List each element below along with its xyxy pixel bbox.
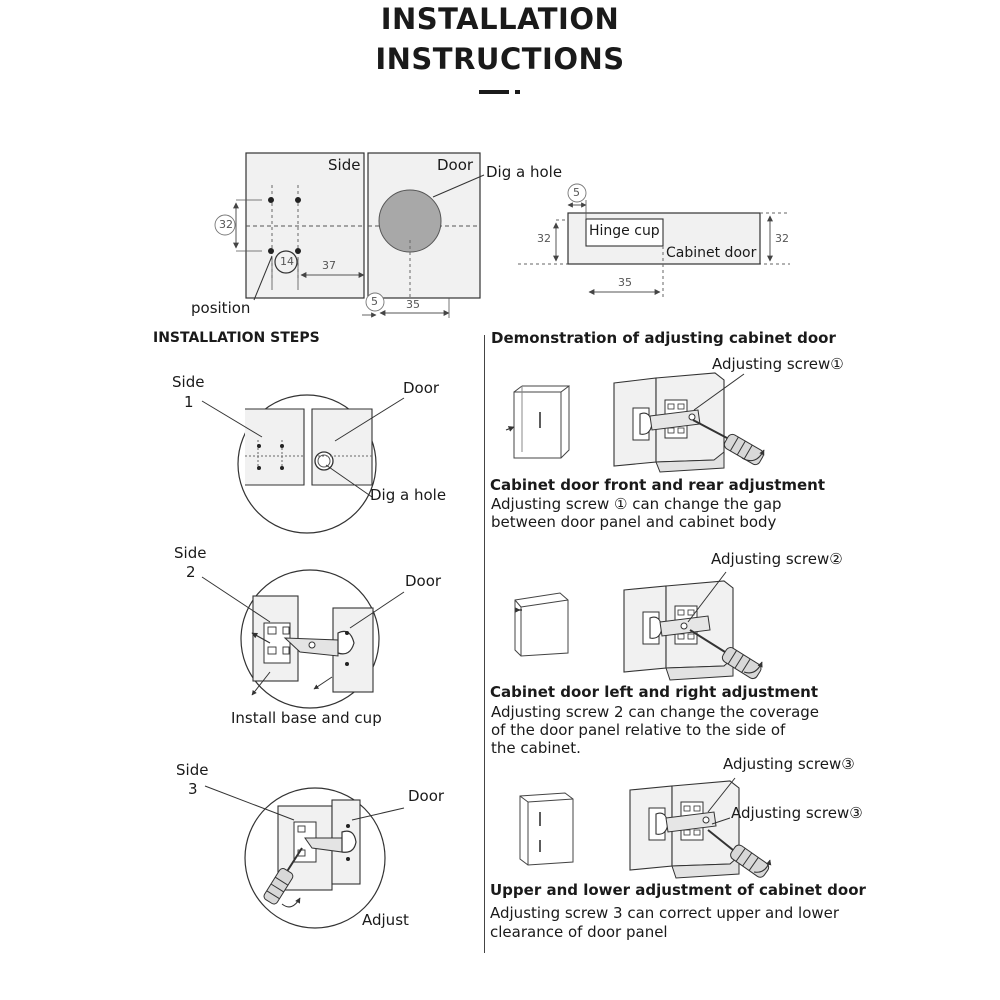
adj3-screw-label-b: Adjusting screw③ — [731, 804, 863, 822]
adj1-title: Cabinet door front and rear adjustment — [490, 476, 826, 494]
dim-14: 14 — [280, 255, 294, 268]
title-line-1: INSTALLATION — [380, 2, 620, 36]
hinge-cup-label: Hinge cup — [589, 223, 660, 239]
dim-32-side: 32 — [219, 218, 233, 231]
adj1-illustration — [505, 372, 765, 473]
door-label: Door — [437, 156, 474, 174]
step1-side-label: Side — [172, 373, 205, 391]
adj2-line2: of the door panel relative to the side o… — [491, 721, 786, 739]
dim-5-cup: 5 — [573, 186, 580, 199]
step3-side-label: Side — [176, 761, 209, 779]
step2-number: 2 — [186, 563, 196, 581]
step3-number: 3 — [188, 780, 198, 798]
position-label: position — [191, 299, 251, 317]
dim-32-cup-left: 32 — [537, 232, 551, 245]
dig-hole-label-top: Dig a hole — [486, 163, 563, 181]
dim-32-cup-right: 32 — [775, 232, 789, 245]
title-line-2: INSTRUCTIONS — [375, 42, 625, 76]
adj3-screw-label-a: Adjusting screw③ — [723, 755, 855, 773]
step1-door-label: Door — [403, 379, 440, 397]
adj3-line1: Adjusting screw 3 can correct upper and … — [490, 904, 840, 922]
adj1-screw-label: Adjusting screw① — [712, 355, 844, 373]
adj2-screw-label: Adjusting screw② — [711, 550, 843, 568]
door-panel-drawing — [362, 152, 485, 318]
title-underline-dot — [515, 90, 520, 94]
adj3-illustration — [519, 777, 772, 879]
step1-caption: Dig a hole — [370, 486, 447, 504]
step2-side-label: Side — [174, 544, 207, 562]
installation-steps-heading: INSTALLATION STEPS — [153, 330, 320, 346]
step1-number: 1 — [184, 393, 194, 411]
adj3-title: Upper and lower adjustment of cabinet do… — [490, 881, 866, 899]
cabinet-door-label: Cabinet door — [666, 245, 757, 261]
adj1-line2: between door panel and cabinet body — [491, 513, 777, 531]
adj2-title: Cabinet door left and right adjustment — [490, 683, 818, 701]
step3-caption: Adjust — [362, 911, 409, 929]
dim-35-door: 35 — [406, 298, 420, 311]
column-divider — [484, 335, 485, 953]
adj2-illustration — [514, 571, 763, 681]
step2-caption: Install base and cup — [231, 709, 382, 727]
title-underline — [479, 90, 509, 94]
side-panel-drawing — [214, 152, 365, 301]
step3-illustration — [204, 785, 405, 929]
dim-37: 37 — [322, 259, 336, 272]
adj3-line2: clearance of door panel — [490, 923, 668, 941]
step2-door-label: Door — [405, 572, 442, 590]
step1-illustration — [201, 394, 405, 534]
hinge-cup-cross-section — [518, 183, 790, 300]
side-label: Side — [328, 156, 361, 174]
adj2-line1: Adjusting screw 2 can change the coverag… — [491, 703, 820, 721]
dim-35-cup: 35 — [618, 276, 632, 289]
step3-door-label: Door — [408, 787, 445, 805]
step2-illustration — [201, 569, 405, 709]
adj2-line3: the cabinet. — [491, 739, 581, 757]
demonstration-heading: Demonstration of adjusting cabinet door — [491, 329, 836, 347]
adj1-line1: Adjusting screw ① can change the gap — [491, 495, 782, 513]
dim-5-door: 5 — [371, 295, 378, 308]
